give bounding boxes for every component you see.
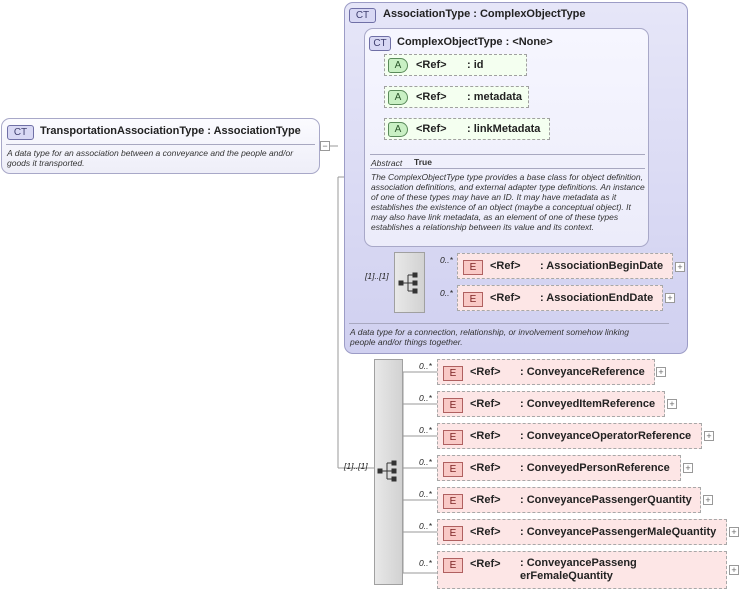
- element-badge: E: [443, 494, 463, 509]
- element-badge: E: [443, 526, 463, 541]
- attribute-name: : metadata: [467, 91, 523, 103]
- attribute-name: : id: [467, 59, 484, 71]
- expand-toggle[interactable]: +: [656, 367, 666, 377]
- complex-type-badge: CT: [369, 36, 391, 51]
- element-conveyance-passenger-quantity[interactable]: E <Ref> : ConveyancePassengerQuantity: [437, 487, 701, 513]
- attribute-id[interactable]: A <Ref> : id: [384, 54, 527, 76]
- expand-toggle[interactable]: +: [703, 495, 713, 505]
- element-ref: <Ref>: [470, 430, 501, 442]
- element-conveyance-passenger-male-quantity[interactable]: E <Ref> : ConveyancePassengerMaleQuantit…: [437, 519, 727, 545]
- element-name: : ConveyanceOperatorReference: [520, 430, 692, 442]
- element-cardinality: 0..*: [440, 288, 453, 298]
- element-cardinality: 0..*: [419, 457, 432, 467]
- expand-toggle[interactable]: +: [729, 565, 739, 575]
- expand-toggle[interactable]: +: [729, 527, 739, 537]
- complex-type-badge: CT: [7, 125, 34, 140]
- element-cardinality: 0..*: [419, 425, 432, 435]
- element-ref: <Ref>: [470, 558, 501, 570]
- element-conveyance-operator-reference[interactable]: E <Ref> : ConveyanceOperatorReference: [437, 423, 702, 449]
- main-type-title: TransportationAssociationType : Associat…: [40, 125, 301, 137]
- element-badge: E: [443, 558, 463, 573]
- sequence-compositor[interactable]: [374, 359, 403, 585]
- element-badge: E: [443, 462, 463, 477]
- element-badge: E: [443, 430, 463, 445]
- attribute-ref: <Ref>: [416, 91, 447, 103]
- element-badge: E: [443, 366, 463, 381]
- element-name: : ConveyedPersonReference: [520, 462, 670, 474]
- expand-toggle[interactable]: +: [675, 262, 685, 272]
- element-ref: <Ref>: [470, 526, 501, 538]
- divider: [370, 168, 645, 169]
- element-cardinality: 0..*: [419, 521, 432, 531]
- sequence-compositor[interactable]: [394, 252, 425, 313]
- element-ref: <Ref>: [490, 292, 521, 304]
- element-badge: E: [443, 398, 463, 413]
- attribute-badge: A: [388, 90, 408, 105]
- complex-object-type-description: The ComplexObjectType type provides a ba…: [371, 172, 645, 232]
- element-conveyance-reference[interactable]: E <Ref> : ConveyanceReference: [437, 359, 655, 385]
- complex-object-type-title: ComplexObjectType : <None>: [397, 36, 553, 48]
- expand-toggle[interactable]: +: [667, 399, 677, 409]
- element-name: : ConveyanceReference: [520, 366, 645, 378]
- sequence-cardinality: [1]..[1]: [365, 271, 389, 281]
- attribute-ref: <Ref>: [416, 123, 447, 135]
- element-conveyance-passenger-female-quantity[interactable]: E <Ref> : ConveyancePassengerFemaleQuant…: [437, 551, 727, 589]
- element-name: : AssociationBeginDate: [540, 260, 664, 272]
- element-ref: <Ref>: [470, 462, 501, 474]
- element-association-begin-date[interactable]: E <Ref> : AssociationBeginDate: [457, 253, 673, 279]
- sequence-icon: [377, 460, 397, 482]
- element-cardinality: 0..*: [419, 558, 432, 568]
- element-association-end-date[interactable]: E <Ref> : AssociationEndDate: [457, 285, 663, 311]
- expand-toggle[interactable]: +: [683, 463, 693, 473]
- element-conveyed-person-reference[interactable]: E <Ref> : ConveyedPersonReference: [437, 455, 681, 481]
- element-ref: <Ref>: [490, 260, 521, 272]
- attribute-name: : linkMetadata: [467, 123, 541, 135]
- attribute-metadata[interactable]: A <Ref> : metadata: [384, 86, 529, 108]
- element-name: : AssociationEndDate: [540, 292, 654, 304]
- divider: [6, 144, 315, 145]
- element-cardinality: 0..*: [440, 255, 453, 265]
- main-type-description: A data type for an association between a…: [7, 148, 294, 168]
- association-type-title: AssociationType : ComplexObjectType: [383, 8, 586, 20]
- element-name: : ConveyancePassengerQuantity: [520, 494, 692, 506]
- element-name: : ConveyancePassengerFemaleQuantity: [520, 557, 637, 582]
- element-name: : ConveyedItemReference: [520, 398, 656, 410]
- element-conveyed-item-reference[interactable]: E <Ref> : ConveyedItemReference: [437, 391, 665, 417]
- element-cardinality: 0..*: [419, 489, 432, 499]
- expand-toggle[interactable]: +: [665, 293, 675, 303]
- abstract-label: Abstract: [371, 158, 403, 168]
- collapse-toggle[interactable]: −: [320, 141, 330, 151]
- element-ref: <Ref>: [470, 398, 501, 410]
- element-cardinality: 0..*: [419, 393, 432, 403]
- sequence-icon: [398, 272, 418, 294]
- element-cardinality: 0..*: [419, 361, 432, 371]
- divider: [349, 323, 669, 324]
- expand-toggle[interactable]: +: [704, 431, 714, 441]
- element-badge: E: [463, 260, 483, 275]
- attribute-link-metadata[interactable]: A <Ref> : linkMetadata: [384, 118, 550, 140]
- sequence-cardinality: [1]..[1]: [344, 461, 368, 471]
- element-ref: <Ref>: [470, 366, 501, 378]
- association-type-description: A data type for a connection, relationsh…: [350, 327, 629, 347]
- attribute-badge: A: [388, 122, 408, 137]
- transportation-association-type-box[interactable]: CT TransportationAssociationType : Assoc…: [1, 118, 320, 174]
- attribute-badge: A: [388, 58, 408, 73]
- abstract-value: True: [414, 157, 432, 167]
- element-name: : ConveyancePassengerMaleQuantity: [520, 526, 717, 538]
- complex-type-badge: CT: [349, 8, 376, 23]
- element-badge: E: [463, 292, 483, 307]
- divider: [370, 154, 645, 155]
- element-ref: <Ref>: [470, 494, 501, 506]
- attribute-ref: <Ref>: [416, 59, 447, 71]
